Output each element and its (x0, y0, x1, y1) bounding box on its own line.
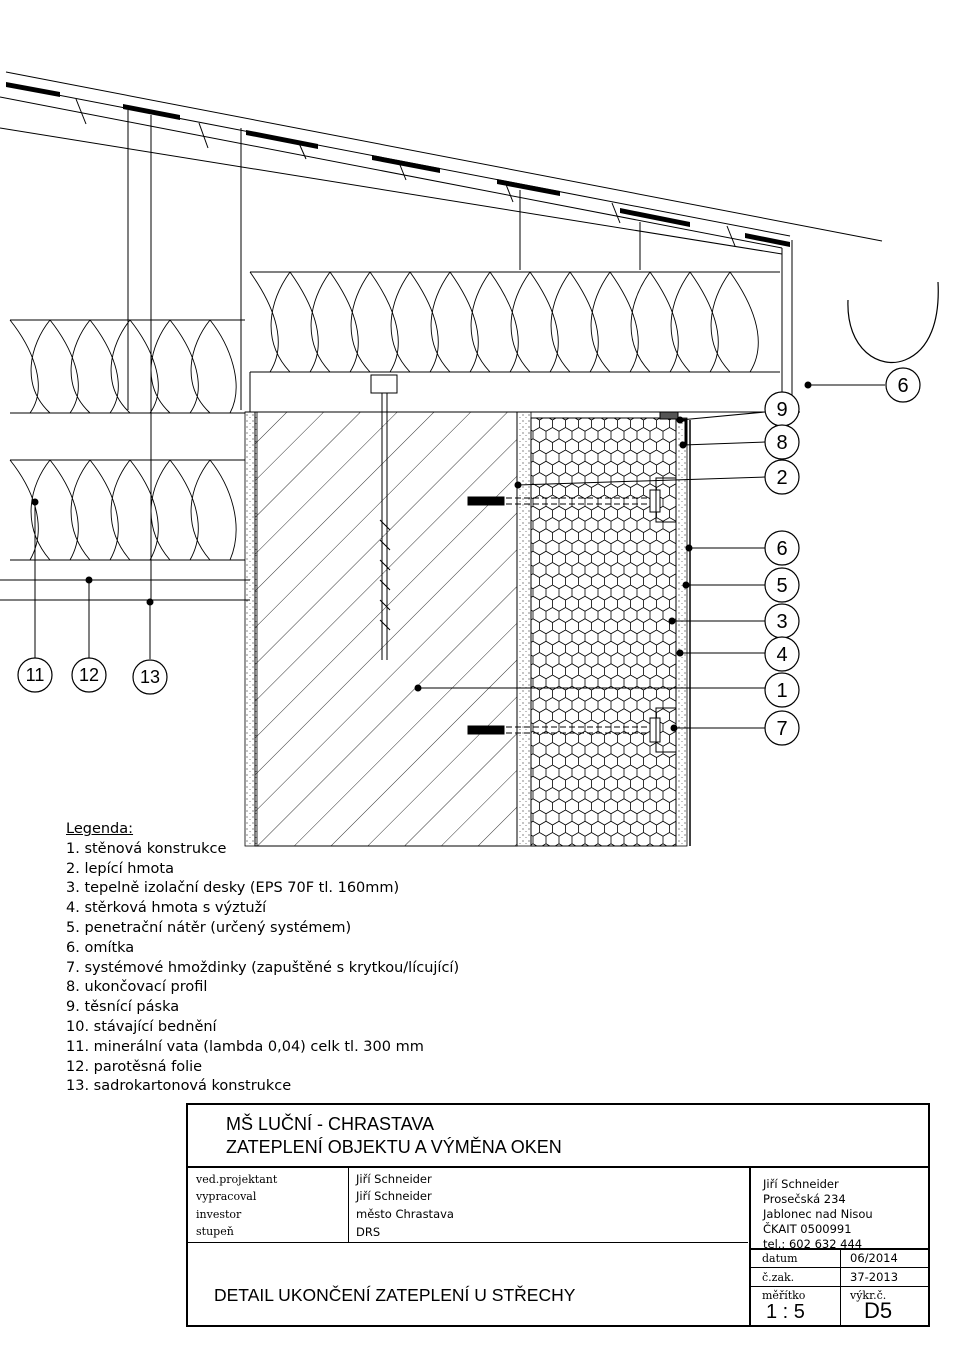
marker-label-12: 12 (79, 665, 99, 685)
title-block: MŠ LUČNÍ - CHRASTAVA ZATEPLENÍ OBJEKTU A… (186, 1103, 930, 1327)
marker-label-5: 5 (776, 575, 787, 597)
sheet-value: D5 (864, 1298, 893, 1323)
marker-11 (17, 657, 53, 693)
wall-plaster-inner (244, 411, 258, 847)
legend-item: 5. penetrační nátěr (určený systémem) (66, 919, 352, 936)
author-line: tel.: 602 632 444 (763, 1237, 863, 1251)
marker-8 (764, 424, 800, 460)
wall-construction (254, 411, 518, 847)
marker-label-11: 11 (26, 665, 45, 685)
marker-7 (764, 710, 800, 746)
label-drawn: vypracoval (196, 1190, 257, 1203)
markers-left (17, 657, 168, 695)
marker-5 (764, 567, 800, 603)
marker-12 (71, 657, 107, 693)
project-title-line2: ZATEPLENÍ OBJEKTU A VÝMĚNA OKEN (226, 1137, 562, 1157)
ceiling-lines (245, 372, 800, 413)
legend-item: 8. ukončovací profil (66, 979, 208, 996)
author-line: Prosečská 234 (763, 1192, 846, 1206)
legend-item: 9. těsnící páska (66, 999, 180, 1016)
mineral-wool-lower (0, 319, 250, 601)
label-chief: ved.projektant (196, 1173, 278, 1186)
dowel-lower (467, 717, 661, 743)
mineral-wool (249, 271, 780, 373)
drawing-title: DETAIL UKONČENÍ ZATEPLENÍ U STŘECHY (214, 1285, 576, 1305)
render-layer (675, 417, 688, 847)
roof-tile-bars (6, 82, 790, 247)
date-value: 06/2014 (850, 1251, 898, 1265)
rafter-lines (127, 110, 793, 600)
marker-1 (764, 672, 800, 708)
author-line: Jablonec nad Nisou (763, 1207, 873, 1221)
marker-13 (132, 659, 168, 695)
roof-covering (0, 71, 883, 255)
value-investor: město Chrastava (356, 1207, 454, 1221)
legend-item: 7. systémové hmoždinky (zapuštěné s kryt… (66, 959, 460, 976)
legend-item: 2. lepící hmota (66, 860, 174, 877)
anchor-rod (370, 374, 398, 660)
marker-6-top (885, 367, 921, 403)
marker-label-9: 9 (776, 399, 787, 421)
legend-item: 12. parotěsná folie (66, 1058, 203, 1075)
marker-4 (764, 636, 800, 672)
legend-item: 3. tepelně izolační desky (EPS 70F tl. 1… (66, 880, 400, 897)
author-line: Jiří Schneider (763, 1177, 839, 1191)
marker-label-6-top: 6 (897, 375, 908, 397)
author-line: ČKAIT 0500991 (763, 1222, 852, 1236)
marker-label-2: 2 (776, 467, 787, 489)
legend-item: 13. sadrokartonová konstrukce (66, 1078, 292, 1095)
roof-batten-ticks (75, 98, 736, 247)
label-stage: stupeň (196, 1225, 234, 1238)
legend-item: 4. stěrková hmota s výztuží (66, 900, 267, 917)
date-label: datum (762, 1252, 798, 1265)
legend-item: 1. stěnová konstrukce (66, 840, 227, 857)
scale-label: měřítko (762, 1289, 806, 1302)
marker-label-13: 13 (140, 667, 160, 687)
gutter (847, 281, 939, 364)
value-drawn: Jiří Schneider (356, 1189, 432, 1203)
marker-label-4: 4 (776, 644, 787, 666)
leader-lines-left (31, 498, 154, 659)
legend-title: Legenda: (66, 821, 134, 837)
author-info: Jiří Schneider Prosečská 234 Jablonec na… (763, 1177, 873, 1252)
label-investor: investor (196, 1208, 242, 1221)
marker-label-6: 6 (776, 538, 787, 560)
scale-value: 1 : 5 (766, 1301, 805, 1323)
job-label: č.zak. (762, 1271, 795, 1284)
project-title: MŠ LUČNÍ - CHRASTAVA ZATEPLENÍ OBJEKTU A… (226, 1113, 562, 1159)
project-title-line1: MŠ LUČNÍ - CHRASTAVA (226, 1114, 435, 1134)
job-value: 37-2013 (850, 1270, 899, 1284)
legend-item: 11. minerální vata (lambda 0,04) celk tl… (66, 1038, 424, 1055)
eps-insulation (530, 417, 677, 847)
marker-2 (764, 459, 800, 495)
leader-lines-right (414, 381, 885, 732)
marker-label-3: 3 (776, 611, 787, 633)
value-stage: DRS (356, 1225, 381, 1239)
dowel-cap-upper (655, 477, 677, 523)
marker-label-7: 7 (776, 718, 787, 740)
dowel-upper (467, 489, 661, 513)
legend-item: 6. omítka (66, 939, 135, 956)
sheet-label: výkr.č. (850, 1289, 887, 1302)
marker-6 (764, 530, 800, 566)
markers-right (764, 367, 921, 746)
marker-label-8: 8 (776, 432, 787, 454)
legend: Legenda: 1. stěnová konstrukce 2. lepící… (66, 820, 459, 1097)
marker-label-1: 1 (776, 680, 787, 702)
legend-item: 10. stávající bednění (66, 1018, 217, 1035)
adhesive-layer (516, 411, 532, 847)
value-chief: Jiří Schneider (356, 1172, 432, 1186)
